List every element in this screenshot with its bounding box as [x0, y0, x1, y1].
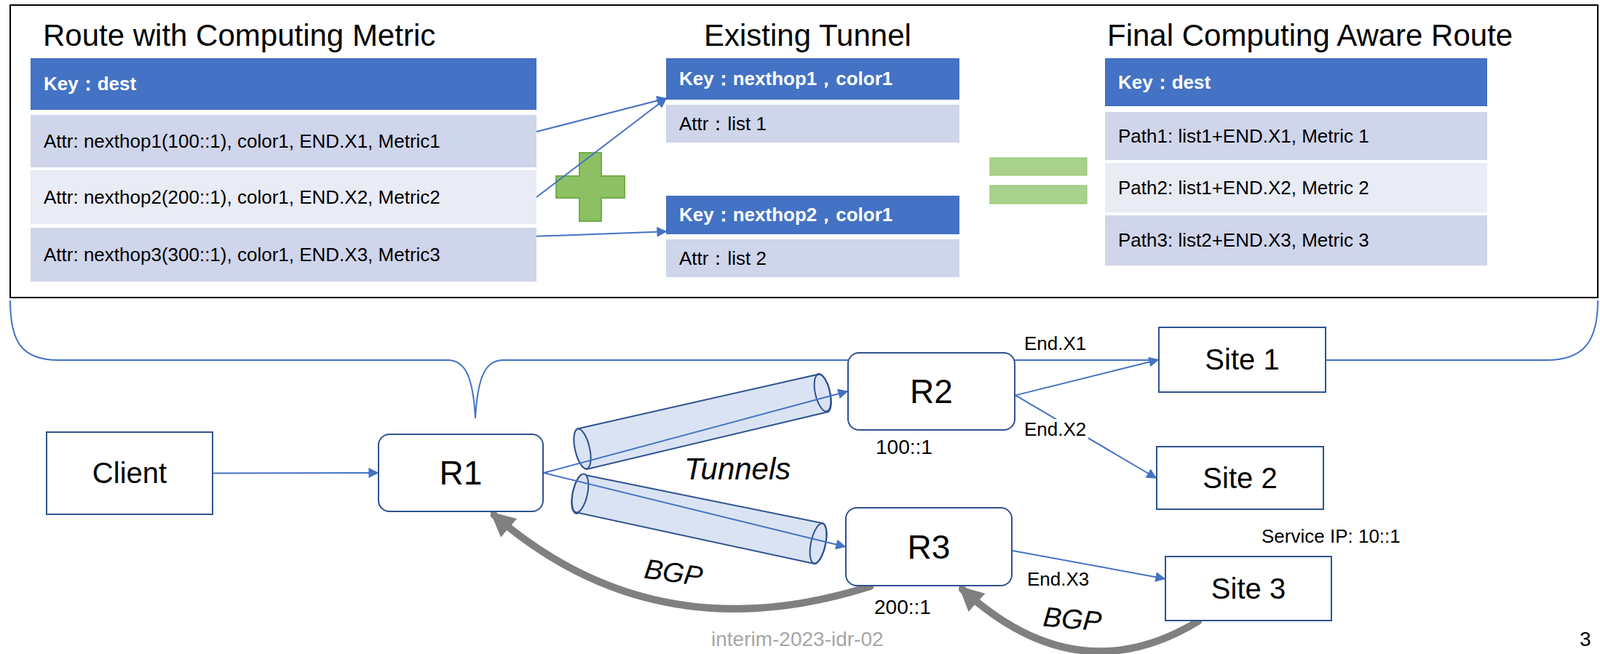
edge-label: End.X2 [1022, 419, 1089, 442]
annotation: 100::1 [875, 435, 933, 461]
annotation: Tunnels [684, 451, 791, 488]
tunnel [571, 474, 827, 565]
node-text: Site 3 [1211, 572, 1286, 606]
equals-bar [989, 157, 1087, 176]
tunnel-end [806, 522, 830, 566]
table-attr-cell: Attr: nexthop1(100::1), color1, END.X1, … [30, 115, 537, 168]
table-key-cell: Key：nexthop2，color1 [666, 195, 960, 235]
network-box: Site 2 [1155, 446, 1325, 511]
node-text: Path3: list2+END.X3, Metric 3 [1118, 229, 1370, 252]
node-text: Key：nexthop2，color1 [679, 202, 893, 228]
annotation: Service IP: 10::1 [1261, 525, 1401, 549]
node-text: Attr: nexthop3(300::1), color1, END.X3, … [43, 243, 441, 267]
node-text: Client [92, 457, 167, 490]
node-text: Attr：list 2 [679, 246, 767, 272]
node-text: Attr: nexthop1(100::1), color1, END.X1, … [43, 130, 441, 153]
network-box: R2 [847, 352, 1016, 431]
node-text: Site 2 [1202, 462, 1277, 495]
node-text: Key：dest [1118, 69, 1211, 96]
node-text: R2 [909, 371, 953, 412]
connector-arrow [1015, 395, 1156, 479]
section-title: Existing Tunnel [703, 17, 912, 54]
network-box: Site 3 [1164, 556, 1333, 622]
network-box: Client [45, 431, 214, 516]
network-box: Site 1 [1158, 326, 1327, 394]
tunnel-end [810, 372, 834, 413]
table-attr-cell: Path2: list1+END.X2, Metric 2 [1105, 163, 1488, 213]
bgp-arrow [494, 515, 871, 610]
annotation: 200::1 [874, 595, 932, 621]
annotation: interim-2023-idr-02 [711, 627, 884, 653]
connector-arrow [536, 98, 667, 198]
network-box: R1 [377, 433, 544, 513]
section-title: Route with Computing Metric [42, 17, 436, 54]
section-title: Final Computing Aware Route [1107, 17, 1513, 54]
tunnel-end [570, 427, 594, 471]
plus-sign [556, 152, 625, 222]
edge-label: BGP [639, 553, 707, 594]
connector-arrow [1015, 360, 1159, 396]
node-text: Path1: list1+END.X1, Metric 1 [1118, 125, 1370, 148]
edge-label: BGP [1039, 601, 1106, 639]
table-attr-cell: Attr：list 1 [666, 104, 960, 143]
connector-arrow [536, 98, 667, 132]
tunnel-end [569, 473, 592, 515]
table-key-cell: Key：dest [30, 58, 537, 110]
edge-label: End.X1 [1022, 333, 1089, 356]
panel-frame [10, 5, 1598, 298]
equals-bar [989, 185, 1087, 204]
tunnels [569, 372, 835, 565]
node-text: Path2: list1+END.X2, Metric 2 [1118, 176, 1370, 200]
node-text: Attr：list 1 [679, 111, 767, 137]
node-text: Attr: nexthop2(200::1), color1, END.X2, … [43, 186, 441, 209]
table-attr-cell: Path1: list1+END.X1, Metric 1 [1105, 112, 1488, 161]
table-key-cell: Key：nexthop1，color1 [666, 58, 960, 100]
table-attr-cell: Attr：list 2 [666, 239, 960, 278]
table-attr-cell: Attr: nexthop3(300::1), color1, END.X3, … [30, 227, 537, 282]
annotation: 3 [1579, 627, 1592, 653]
network-box: R3 [845, 507, 1013, 587]
node-text: Key：dest [43, 71, 137, 97]
table-attr-cell: Attr: nexthop2(200::1), color1, END.X2, … [30, 170, 537, 225]
edge-label: End.X3 [1024, 569, 1092, 592]
node-text: Site 1 [1204, 343, 1279, 377]
table-attr-cell: Path3: list2+END.X3, Metric 3 [1105, 215, 1488, 266]
node-text: Key：nexthop1，color1 [679, 66, 893, 92]
node-text: R3 [907, 527, 951, 568]
node-text: R1 [439, 453, 483, 493]
bgp-arrow [962, 589, 1199, 652]
connector-arrow [213, 472, 378, 475]
connector-arrow [536, 231, 667, 237]
table-key-cell: Key：dest [1105, 58, 1488, 107]
